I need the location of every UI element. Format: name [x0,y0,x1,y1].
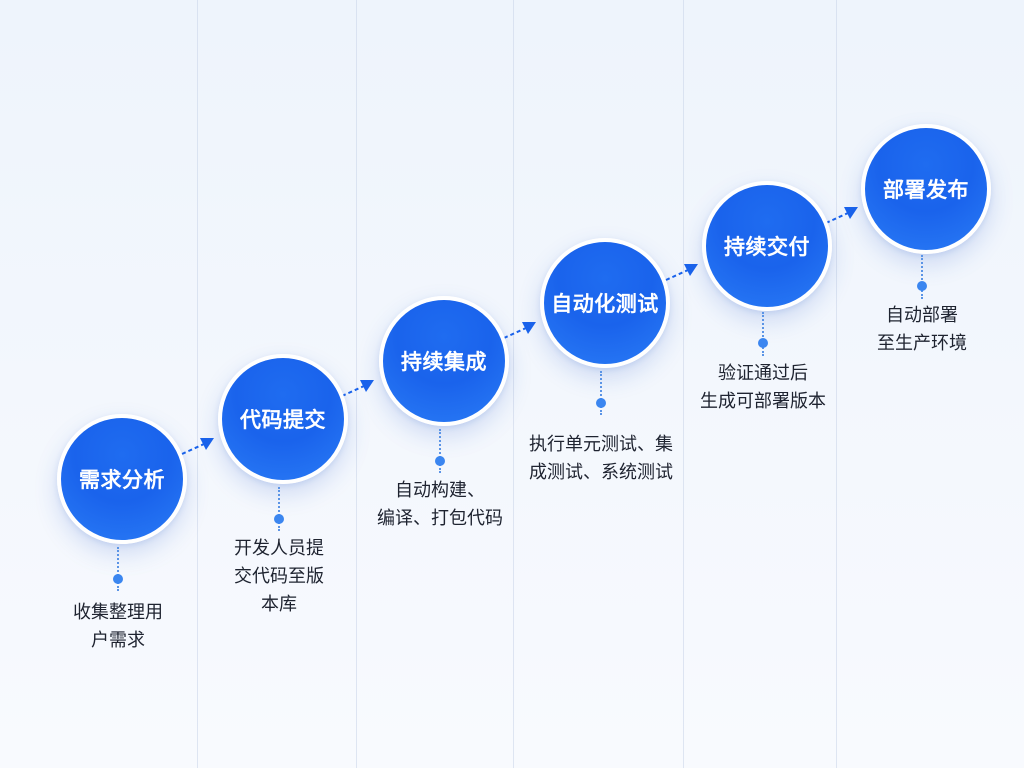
connector-dot [758,338,768,348]
arrow-icon [665,264,698,281]
dotted-connector [600,371,602,415]
connector-dot [596,398,606,408]
stage-title: 部署发布 [883,178,969,202]
arrow-icon [825,207,858,224]
stage-title: 需求分析 [79,468,165,492]
dotted-connector [762,312,764,356]
stage-requirements-analysis: 需求分析 收集整理用 户需求 [57,414,187,651]
connector-dot [917,281,927,291]
stage-title: 自动化测试 [551,292,659,316]
dotted-connector [921,255,923,299]
stage-description: 收集整理用 户需求 [73,602,163,651]
stage-title: 代码提交 [240,408,326,432]
stage-description: 自动构建、 编译、打包代码 [377,480,503,529]
column-divider [683,0,684,768]
column-divider [513,0,514,768]
stage-node: 部署发布 [861,124,991,254]
stage-title: 持续交付 [724,235,810,259]
connector-dot [435,456,445,466]
column-divider [836,0,837,768]
dotted-connector [117,547,119,591]
stage-description: 自动部署 至生产环境 [877,305,967,354]
stage-description: 验证通过后 生成可部署版本 [700,363,826,412]
dotted-connector [439,429,441,473]
column-divider [197,0,198,768]
arrow-icon [341,380,374,397]
stage-description: 开发人员提 交代码至版 本库 [234,538,324,615]
stage-title: 持续集成 [401,350,487,374]
stage-automated-testing: 自动化测试 执行单元测试、集 成测试、系统测试 [529,238,673,483]
stage-description: 执行单元测试、集 成测试、系统测试 [529,434,673,483]
stage-node: 需求分析 [57,414,187,544]
dotted-connector [278,487,280,531]
stage-node: 持续集成 [379,296,509,426]
stage-node: 持续交付 [702,181,832,311]
stage-node: 代码提交 [218,354,348,484]
connector-dot [113,574,123,584]
stage-code-commit: 代码提交 开发人员提 交代码至版 本库 [218,354,348,615]
connector-dot [274,514,284,524]
stage-node: 自动化测试 [540,238,670,368]
stage-continuous-integration: 持续集成 自动构建、 编译、打包代码 [377,296,509,529]
column-divider [356,0,357,768]
arrow-icon [503,322,536,339]
stage-continuous-delivery: 持续交付 验证通过后 生成可部署版本 [700,181,832,412]
arrow-icon [181,438,214,455]
stage-deployment-release: 部署发布 自动部署 至生产环境 [861,124,991,354]
